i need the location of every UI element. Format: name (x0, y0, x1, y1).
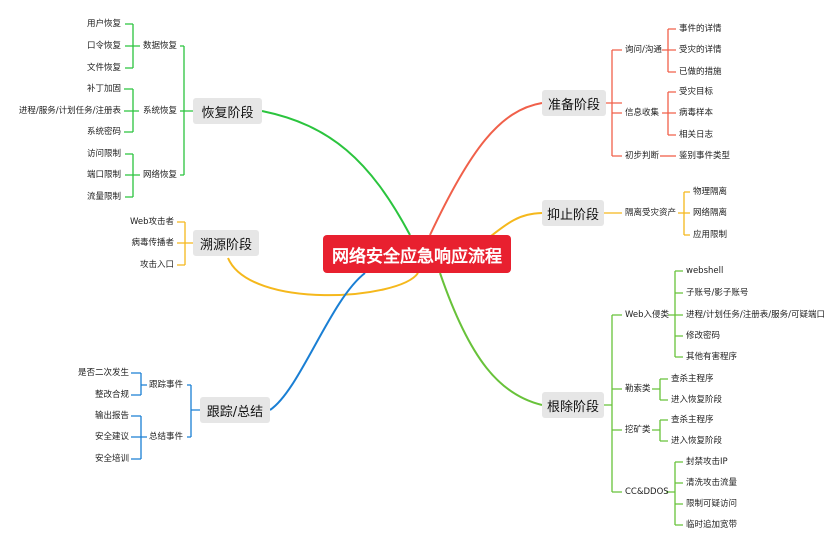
eradicate-mining-label[interactable]: 挖矿类 (625, 425, 651, 435)
suppress-item[interactable]: 应用限制 (693, 230, 728, 240)
stage-trace[interactable]: 溯源阶段 (193, 230, 259, 256)
recovery-data-item[interactable]: 用户恢复 (86, 19, 121, 29)
prepare-judge-item[interactable]: 鉴别事件类型 (679, 151, 731, 161)
recovery-data-item[interactable]: 口令恢复 (86, 41, 121, 51)
eradicate-web-item[interactable]: 其他有害程序 (686, 352, 738, 362)
prepare-info-item[interactable]: 病毒样本 (679, 108, 714, 118)
eradicate-web-item[interactable]: 修改密码 (686, 331, 721, 341)
suppress-isolate-label[interactable]: 隔离受灾资产 (625, 208, 677, 218)
eradicate-ddos-label[interactable]: CC&DDOS (625, 487, 669, 497)
eradicate-ransom-label[interactable]: 勒索类 (625, 384, 651, 394)
track-summary-label[interactable]: 总结事件 (149, 432, 184, 442)
eradicate-web-label[interactable]: Web入侵类 (625, 310, 670, 320)
prepare-info-item[interactable]: 受灾目标 (679, 87, 714, 97)
eradicate-mining-item[interactable]: 查杀主程序 (671, 415, 714, 425)
eradicate-mining-item[interactable]: 进入恢复阶段 (671, 436, 723, 446)
stage-prepare[interactable]: 准备阶段 (542, 90, 606, 116)
track-summary-item[interactable]: 安全培训 (94, 454, 129, 464)
eradicate-ddos-item[interactable]: 清洗攻击流量 (686, 478, 738, 488)
stage-recovery[interactable]: 恢复阶段 (193, 98, 262, 124)
recovery-network-item[interactable]: 流量限制 (86, 192, 121, 202)
eradicate-ddos-item[interactable]: 封禁攻击IP (686, 457, 728, 467)
eradicate-web-item[interactable]: 进程/计划任务/注册表/服务/可疑端口 (686, 310, 825, 320)
recovery-data-label[interactable]: 数据恢复 (143, 41, 178, 51)
recovery-system-label[interactable]: 系统恢复 (143, 106, 178, 116)
trace-item[interactable]: 病毒传播者 (131, 238, 174, 248)
suppress-item[interactable]: 物理隔离 (693, 187, 728, 197)
recovery-network-item[interactable]: 访问限制 (86, 149, 121, 159)
track-follow-item[interactable]: 整改合规 (94, 390, 129, 400)
prepare-ask-item[interactable]: 受灾的详情 (679, 45, 722, 55)
recovery-system-item[interactable]: 补丁加固 (86, 84, 121, 94)
prepare-ask-item[interactable]: 事件的详情 (679, 24, 722, 34)
track-follow-label[interactable]: 跟踪事件 (149, 380, 184, 390)
root-node[interactable]: 网络安全应急响应流程 (323, 235, 511, 273)
prepare-info-label[interactable]: 信息收集 (625, 108, 660, 118)
prepare-info-item[interactable]: 相关日志 (679, 130, 714, 140)
trace-item[interactable]: Web攻击者 (129, 217, 174, 227)
trace-item[interactable]: 攻击入口 (139, 260, 174, 270)
eradicate-ransom-item[interactable]: 进入恢复阶段 (671, 395, 723, 405)
stage-eradicate[interactable]: 根除阶段 (542, 392, 604, 418)
eradicate-ransom-item[interactable]: 查杀主程序 (671, 374, 714, 384)
track-summary-item[interactable]: 输出报告 (94, 411, 129, 421)
recovery-network-label[interactable]: 网络恢复 (143, 170, 178, 180)
stage-track[interactable]: 跟踪/总结 (200, 397, 270, 423)
recovery-system-item[interactable]: 系统密码 (86, 127, 121, 137)
eradicate-ddos-item[interactable]: 临时追加宽带 (686, 520, 738, 530)
prepare-judge-label[interactable]: 初步判断 (625, 151, 660, 161)
recovery-network-item[interactable]: 端口限制 (86, 170, 121, 180)
prepare-ask-label[interactable]: 询问/沟通 (625, 45, 662, 55)
stage-suppress[interactable]: 抑止阶段 (542, 200, 604, 226)
recovery-system-item[interactable]: 进程/服务/计划任务/注册表 (18, 106, 121, 116)
eradicate-web-item[interactable]: webshell (686, 266, 724, 276)
eradicate-web-item[interactable]: 子账号/影子账号 (686, 288, 749, 298)
recovery-data-item[interactable]: 文件恢复 (86, 63, 121, 73)
prepare-ask-item[interactable]: 已做的措施 (679, 67, 722, 77)
track-summary-item[interactable]: 安全建议 (94, 432, 129, 442)
track-follow-item[interactable]: 是否二次发生 (77, 368, 129, 378)
eradicate-ddos-item[interactable]: 限制可疑访问 (686, 499, 738, 509)
suppress-item[interactable]: 网络隔离 (693, 208, 728, 218)
